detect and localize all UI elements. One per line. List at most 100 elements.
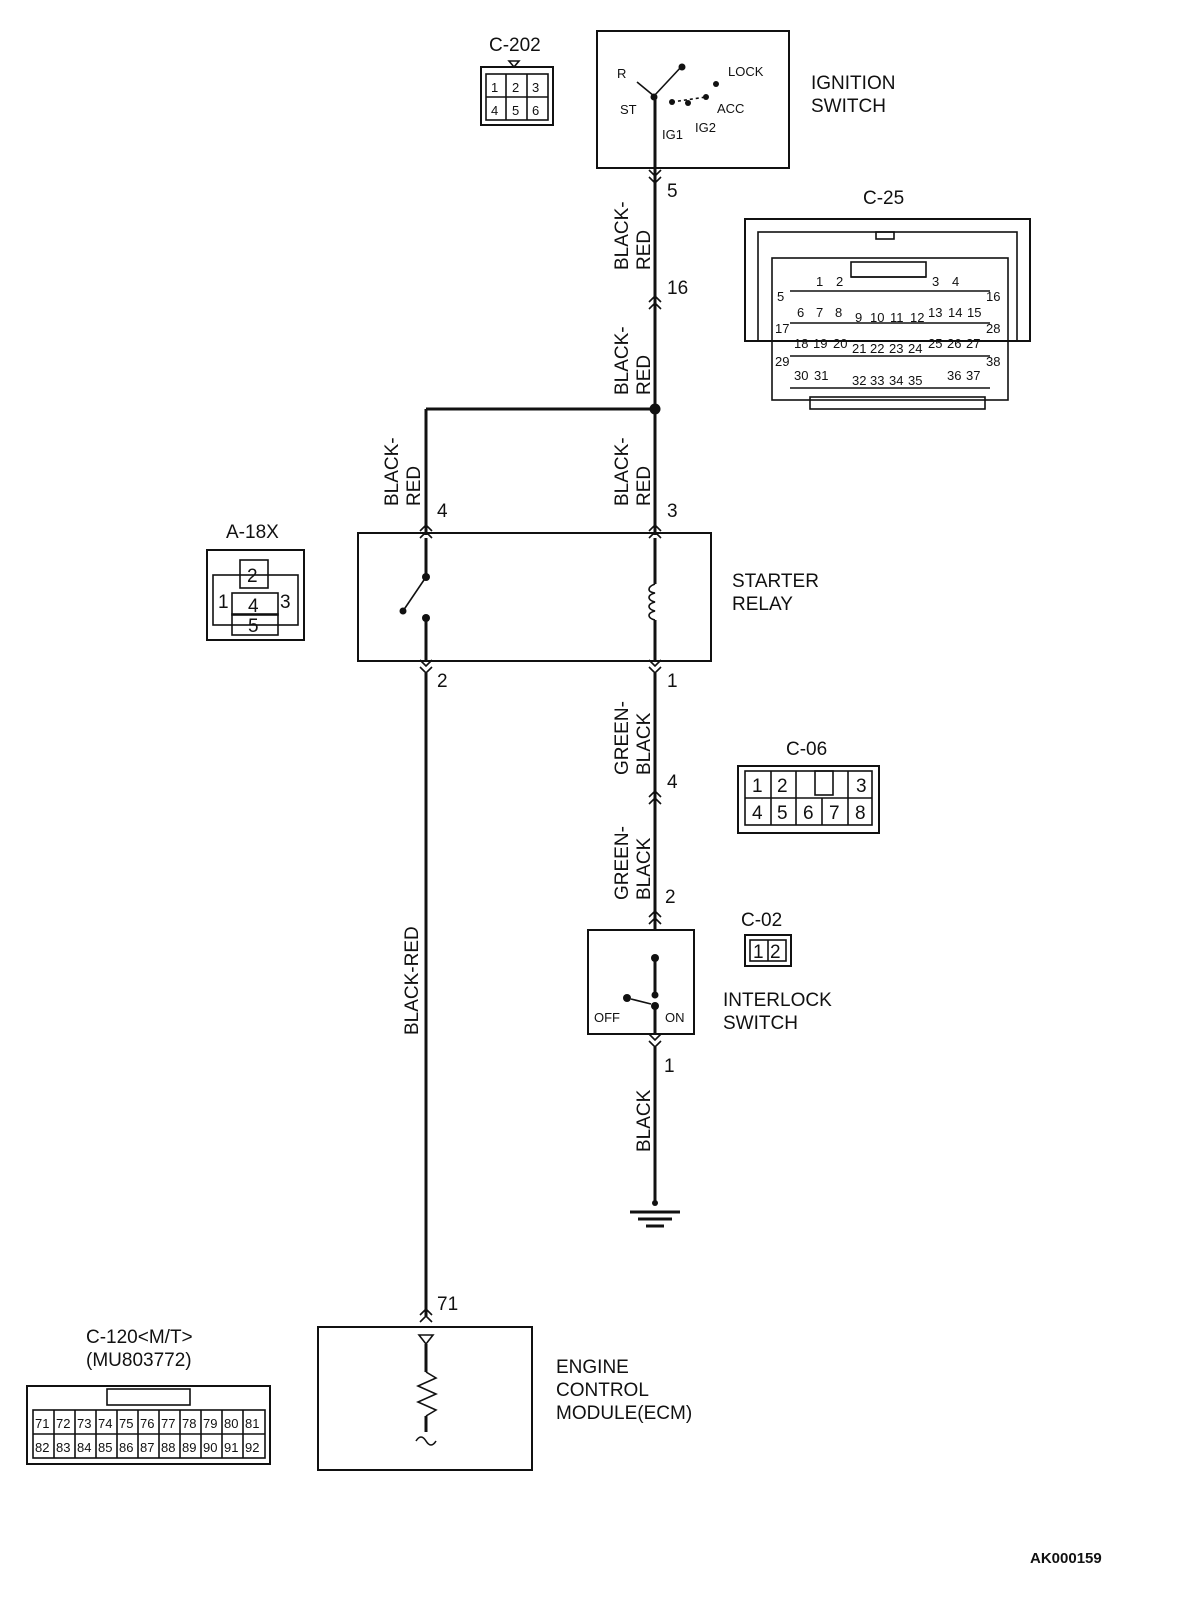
- svg-text:87: 87: [140, 1440, 154, 1455]
- ignition-switch[interactable]: R ST LOCK ACC IG1 IG2: [596, 30, 790, 169]
- svg-text:1: 1: [752, 776, 763, 797]
- svg-text:86: 86: [119, 1440, 133, 1455]
- starter-relay-title-2: RELAY: [732, 594, 793, 615]
- svg-text:35: 35: [908, 373, 922, 388]
- svg-text:26: 26: [947, 336, 961, 351]
- svg-text:5: 5: [248, 616, 259, 637]
- svg-text:74: 74: [98, 1416, 112, 1431]
- svg-text:82: 82: [35, 1440, 49, 1455]
- ign-pin5-connector: [648, 169, 662, 185]
- wire-label-relay2-ecm: BLACK-RED: [402, 926, 423, 1035]
- svg-text:84: 84: [77, 1440, 91, 1455]
- svg-text:76: 76: [140, 1416, 154, 1431]
- svg-text:30: 30: [794, 368, 808, 383]
- a18x-label: A-18X: [226, 522, 279, 543]
- wire-label-c25-splice-b: RED: [634, 355, 655, 395]
- svg-text:1: 1: [816, 274, 823, 289]
- c120-cells: 71 72 73 74 75 76 77 78 79 80 81 82 83 8…: [35, 1416, 259, 1455]
- svg-text:4: 4: [752, 803, 763, 824]
- wire-label-splice-relay4-a: BLACK-: [382, 437, 403, 506]
- interlock-switch[interactable]: [587, 929, 695, 1049]
- svg-text:32: 32: [852, 373, 866, 388]
- wire-label-c25-splice-a: BLACK-: [612, 326, 633, 395]
- connector-c202: C-202 1 2 3 4 5 6: [480, 35, 554, 126]
- svg-text:38: 38: [986, 354, 1000, 369]
- wire-label-splice-relay3-a: BLACK-: [612, 437, 633, 506]
- wire-label-relay1-c06-a: GREEN-: [612, 701, 633, 775]
- svg-text:2: 2: [770, 942, 781, 963]
- pin-c02-2: 2: [665, 887, 676, 908]
- svg-text:90: 90: [203, 1440, 217, 1455]
- svg-text:28: 28: [986, 321, 1000, 336]
- pin-c02-1: 1: [664, 1056, 675, 1077]
- connector-c25: C-25 1 2 3 4 6 7 8 9 10 11 12 13 14 15 1…: [744, 188, 1031, 410]
- c120-label-2: (MU803772): [86, 1350, 192, 1371]
- svg-text:3: 3: [532, 80, 539, 95]
- svg-text:19: 19: [813, 336, 827, 351]
- svg-text:17: 17: [775, 321, 789, 336]
- svg-text:1: 1: [753, 942, 764, 963]
- wire-label-splice-relay4-b: RED: [404, 466, 425, 506]
- c02-label: C-02: [741, 910, 782, 931]
- c25-pin16-connector: [648, 294, 662, 310]
- ign-pos-ig1-label: IG1: [662, 127, 683, 142]
- svg-text:3: 3: [280, 592, 291, 613]
- engine-control-module[interactable]: [317, 1326, 533, 1471]
- c06-pin4-connector: [648, 789, 662, 805]
- svg-text:16: 16: [986, 289, 1000, 304]
- svg-text:2: 2: [836, 274, 843, 289]
- c02-pin2-connector: [648, 909, 662, 925]
- svg-text:8: 8: [855, 803, 866, 824]
- svg-text:5: 5: [777, 289, 784, 304]
- pin-relay-1: 1: [667, 671, 678, 692]
- svg-text:14: 14: [948, 305, 962, 320]
- ign-pos-lock-label: LOCK: [728, 64, 764, 79]
- svg-text:73: 73: [77, 1416, 91, 1431]
- connector-c02: C-02 1 2: [741, 910, 792, 967]
- wire-label-interlock-ground: BLACK: [634, 1089, 655, 1152]
- connector-a18x: A-18X 1 2 3 4 5: [206, 522, 305, 641]
- svg-text:33: 33: [870, 373, 884, 388]
- svg-text:1: 1: [491, 80, 498, 95]
- svg-text:7: 7: [816, 305, 823, 320]
- pin-ecm-71: 71: [437, 1294, 458, 1315]
- svg-text:2: 2: [777, 776, 788, 797]
- svg-text:8: 8: [835, 305, 842, 320]
- svg-text:23: 23: [889, 341, 903, 356]
- svg-text:91: 91: [224, 1440, 238, 1455]
- connector-c06: C-06 1 2 3 4 5 6 7 8: [737, 739, 880, 834]
- starter-relay[interactable]: [357, 523, 712, 675]
- svg-text:5: 5: [512, 103, 519, 118]
- ign-pos-st-label: ST: [620, 102, 637, 117]
- svg-text:77: 77: [161, 1416, 175, 1431]
- connector-c120: C-120<M/T> (MU803772) 71 72 73 74 75 76 …: [26, 1327, 271, 1465]
- interlock-off-label: OFF: [594, 1010, 620, 1025]
- svg-text:12: 12: [910, 310, 924, 325]
- pin-relay-4: 4: [437, 501, 448, 522]
- wire-label-c06-interlock-a: GREEN-: [612, 826, 633, 900]
- wire-label-relay1-c06-b: BLACK: [634, 712, 655, 775]
- svg-text:88: 88: [161, 1440, 175, 1455]
- wire-label-ign-c25-a: BLACK-: [612, 201, 633, 270]
- svg-text:21: 21: [852, 341, 866, 356]
- starter-relay-title-1: STARTER: [732, 571, 819, 592]
- wire-label-splice-relay3-b: RED: [634, 466, 655, 506]
- svg-text:10: 10: [870, 310, 884, 325]
- svg-text:15: 15: [967, 305, 981, 320]
- pin-c06-4: 4: [667, 772, 678, 793]
- svg-text:85: 85: [98, 1440, 112, 1455]
- ecm-title-1: ENGINE: [556, 1357, 629, 1378]
- ecm-title-2: CONTROL: [556, 1380, 649, 1401]
- c120-label-1: C-120<M/T>: [86, 1327, 193, 1348]
- svg-text:7: 7: [829, 803, 840, 824]
- svg-text:79: 79: [203, 1416, 217, 1431]
- wire-label-c06-interlock-b: BLACK: [634, 837, 655, 900]
- svg-text:78: 78: [182, 1416, 196, 1431]
- svg-text:81: 81: [245, 1416, 259, 1431]
- svg-text:4: 4: [248, 596, 259, 617]
- ign-pos-ig2-label: IG2: [695, 120, 716, 135]
- pin-relay-3: 3: [667, 501, 678, 522]
- svg-text:89: 89: [182, 1440, 196, 1455]
- c202-label: C-202: [489, 35, 541, 56]
